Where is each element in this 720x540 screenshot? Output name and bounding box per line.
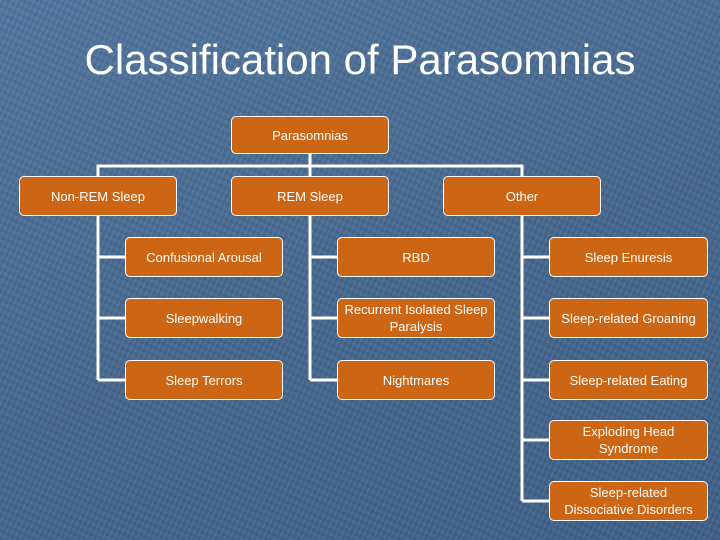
node-sleep-related-groaning: Sleep-related Groaning xyxy=(549,298,708,338)
node-confusional-arousal: Confusional Arousal xyxy=(125,237,283,277)
node-rbd: RBD xyxy=(337,237,495,277)
slide-title: Classification of Parasomnias xyxy=(84,36,636,83)
node-sleepwalking: Sleepwalking xyxy=(125,298,283,338)
node-sleep-related-eating: Sleep-related Eating xyxy=(549,360,708,400)
node-other: Other xyxy=(443,176,601,216)
non-rem-connector xyxy=(96,216,125,382)
node-rem-sleep: REM Sleep xyxy=(231,176,389,216)
node-sleep-terrors: Sleep Terrors xyxy=(125,360,283,400)
other-connector xyxy=(520,216,549,503)
root-connector xyxy=(96,154,524,176)
node-exploding-head-syndrome: Exploding Head Syndrome xyxy=(549,420,708,460)
node-recurrent-isolated-sleep-paralysis: Recurrent Isolated Sleep Paralysis xyxy=(337,298,495,338)
node-nightmares: Nightmares xyxy=(337,360,495,400)
node-root: Parasomnias xyxy=(231,116,389,154)
node-sleep-enuresis: Sleep Enuresis xyxy=(549,237,708,277)
node-non-rem-sleep: Non-REM Sleep xyxy=(19,176,177,216)
rem-connector xyxy=(308,216,337,382)
node-sleep-related-dissociative-disorders: Sleep-related Dissociative Disorders xyxy=(549,481,708,521)
